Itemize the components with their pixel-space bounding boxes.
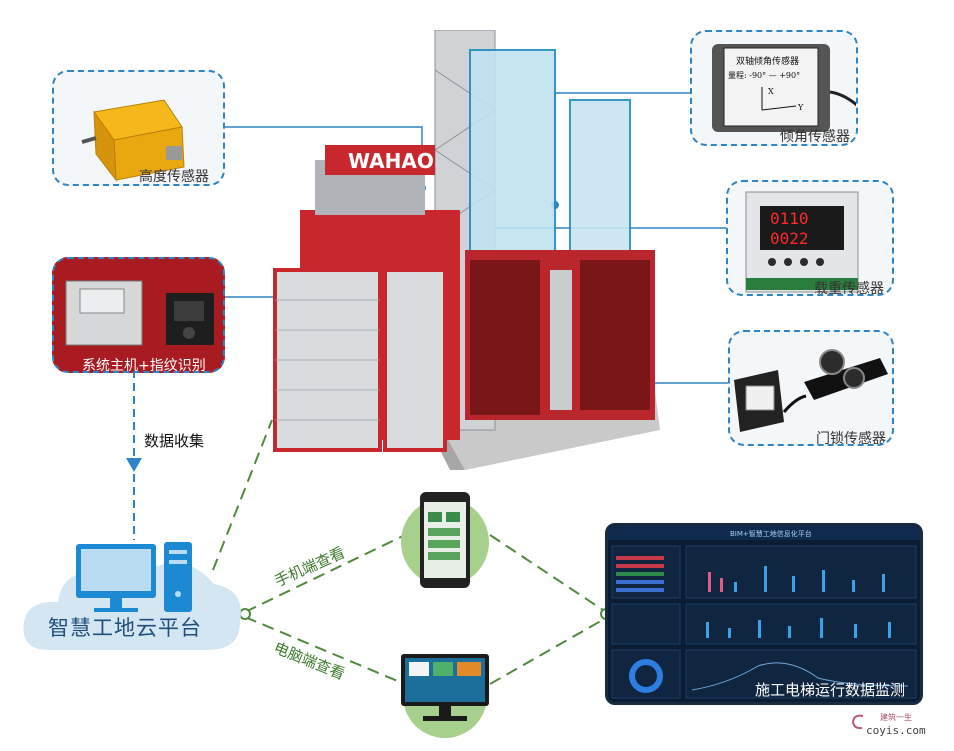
host-label: 系统主机+指纹识别 xyxy=(82,358,206,373)
pc-device xyxy=(401,654,489,738)
tilt-sensor-frame: 双轴倾角传感器 量程: -90° — +90° X Y 倾角传感器 xyxy=(690,30,858,146)
tilt-device-title: 双轴倾角传感器 xyxy=(736,55,799,67)
load-sensor-label: 载重传感器 xyxy=(814,281,884,296)
server-icon xyxy=(164,542,192,612)
door-sensor-label: 门锁传感器 xyxy=(816,431,886,446)
height-sensor-frame: 高度传感器 xyxy=(52,70,225,186)
height-sensor-label: 高度传感器 xyxy=(139,169,209,185)
load-sensor-image: 0110 0022 xyxy=(745,191,859,293)
watermark-logo-icon xyxy=(851,714,864,730)
watermark-cn: 建筑一生 xyxy=(880,713,912,722)
dashboard-label: 施工电梯运行数据监测 xyxy=(755,681,906,699)
load-sensor-frame: 0110 0022 载重传感器 xyxy=(726,180,894,296)
host-image xyxy=(54,259,223,371)
door-sensor-image xyxy=(734,349,888,432)
platform-title: 智慧工地云平台 xyxy=(48,616,202,640)
data-collection-label: 数据收集 xyxy=(144,432,205,450)
tilt-axis-y: Y xyxy=(797,103,804,112)
tilt-sensor-label: 倾角传感器 xyxy=(780,129,850,145)
dashboard-title: BIM+智慧工地信息化平台 xyxy=(730,529,812,538)
tilt-device-range: 量程: -90° — +90° xyxy=(728,71,800,80)
load-display-bottom: 0022 xyxy=(770,229,809,248)
door-sensor-frame: 门锁传感器 xyxy=(728,330,894,446)
height-sensor-image xyxy=(81,99,185,182)
construction-hoist: WAHAO xyxy=(273,30,660,470)
hoist-brand-top: WAHAO xyxy=(348,149,434,173)
host-frame: 系统主机+指纹识别 xyxy=(52,257,225,373)
tilt-axis-x: X xyxy=(768,87,774,96)
watermark-en: coyis.com xyxy=(866,724,926,737)
monitoring-dashboard: BIM+智慧工地信息化平台 xyxy=(605,523,923,705)
tilt-sensor-image: 双轴倾角传感器 量程: -90° — +90° X Y xyxy=(712,44,856,132)
load-display-top: 0110 xyxy=(770,209,809,228)
phone-device xyxy=(401,492,489,588)
dashboard-graphic: BIM+智慧工地信息化平台 xyxy=(608,526,920,699)
cloud-platform xyxy=(23,542,241,650)
